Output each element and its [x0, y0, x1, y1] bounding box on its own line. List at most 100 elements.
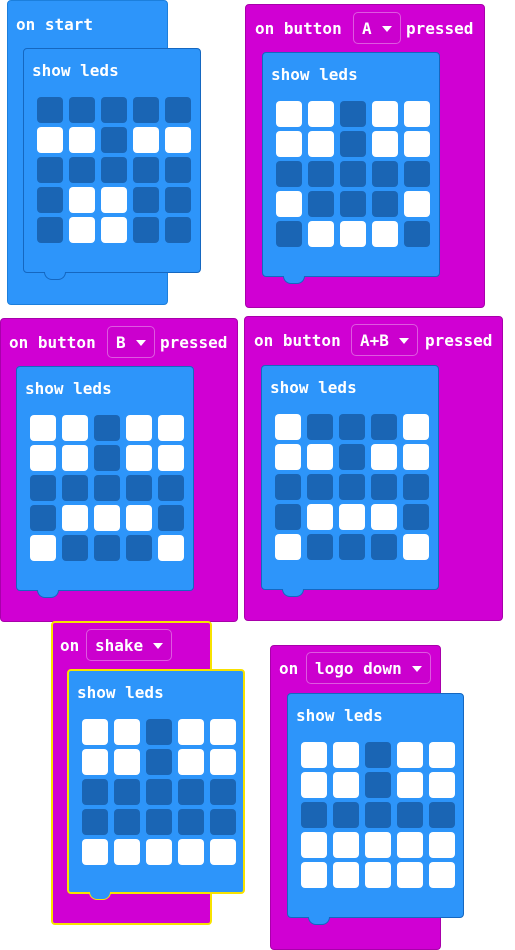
led-cell[interactable]	[165, 97, 191, 123]
led-cell[interactable]	[114, 779, 140, 805]
led-cell[interactable]	[429, 772, 455, 798]
led-cell[interactable]	[69, 187, 95, 213]
led-cell[interactable]	[403, 414, 429, 440]
led-cell[interactable]	[301, 742, 327, 768]
led-cell[interactable]	[94, 505, 120, 531]
led-cell[interactable]	[333, 772, 359, 798]
led-cell[interactable]	[371, 504, 397, 530]
led-cell[interactable]	[397, 742, 423, 768]
led-cell[interactable]	[404, 101, 430, 127]
led-cell[interactable]	[333, 742, 359, 768]
led-cell[interactable]	[210, 719, 236, 745]
led-cell[interactable]	[403, 504, 429, 530]
led-cell[interactable]	[30, 475, 56, 501]
led-cell[interactable]	[307, 504, 333, 530]
led-cell[interactable]	[365, 832, 391, 858]
on-button-a-pressed-block[interactable]: on button A pressed show leds	[245, 4, 485, 308]
led-cell[interactable]	[429, 862, 455, 888]
led-cell[interactable]	[365, 742, 391, 768]
led-cell[interactable]	[133, 97, 159, 123]
led-cell[interactable]	[301, 772, 327, 798]
led-cell[interactable]	[276, 131, 302, 157]
led-cell[interactable]	[365, 802, 391, 828]
led-cell[interactable]	[69, 157, 95, 183]
led-cell[interactable]	[301, 862, 327, 888]
led-cell[interactable]	[429, 802, 455, 828]
led-cell[interactable]	[404, 191, 430, 217]
led-cell[interactable]	[276, 101, 302, 127]
led-cell[interactable]	[210, 839, 236, 865]
led-cell[interactable]	[69, 97, 95, 123]
led-cell[interactable]	[82, 809, 108, 835]
led-cell[interactable]	[30, 415, 56, 441]
led-cell[interactable]	[308, 191, 334, 217]
led-cell[interactable]	[372, 221, 398, 247]
led-cell[interactable]	[146, 839, 172, 865]
led-cell[interactable]	[178, 779, 204, 805]
led-cell[interactable]	[146, 779, 172, 805]
led-cell[interactable]	[308, 131, 334, 157]
led-cell[interactable]	[307, 444, 333, 470]
led-cell[interactable]	[340, 131, 366, 157]
led-cell[interactable]	[307, 474, 333, 500]
show-leds-block[interactable]: show leds	[261, 365, 439, 597]
gesture-dropdown[interactable]: logo down	[306, 652, 431, 684]
led-cell[interactable]	[371, 414, 397, 440]
led-cell[interactable]	[210, 809, 236, 835]
led-cell[interactable]	[165, 217, 191, 243]
led-cell[interactable]	[146, 719, 172, 745]
led-cell[interactable]	[165, 187, 191, 213]
led-cell[interactable]	[333, 802, 359, 828]
led-cell[interactable]	[372, 191, 398, 217]
show-leds-block[interactable]: show leds	[262, 52, 440, 284]
led-cell[interactable]	[339, 444, 365, 470]
led-cell[interactable]	[114, 719, 140, 745]
led-cell[interactable]	[178, 719, 204, 745]
led-cell[interactable]	[404, 221, 430, 247]
led-cell[interactable]	[339, 474, 365, 500]
led-cell[interactable]	[37, 127, 63, 153]
on-button-ab-pressed-block[interactable]: on button A+B pressed show leds	[244, 316, 503, 621]
led-cell[interactable]	[126, 475, 152, 501]
led-cell[interactable]	[365, 772, 391, 798]
led-cell[interactable]	[146, 749, 172, 775]
led-cell[interactable]	[158, 475, 184, 501]
led-cell[interactable]	[37, 157, 63, 183]
led-cell[interactable]	[301, 802, 327, 828]
led-cell[interactable]	[371, 534, 397, 560]
led-cell[interactable]	[178, 749, 204, 775]
led-cell[interactable]	[133, 217, 159, 243]
led-cell[interactable]	[276, 191, 302, 217]
led-cell[interactable]	[308, 221, 334, 247]
led-cell[interactable]	[404, 161, 430, 187]
led-cell[interactable]	[340, 191, 366, 217]
led-cell[interactable]	[372, 131, 398, 157]
button-dropdown[interactable]: A+B	[351, 324, 418, 356]
led-cell[interactable]	[308, 161, 334, 187]
led-cell[interactable]	[126, 415, 152, 441]
led-cell[interactable]	[276, 161, 302, 187]
led-cell[interactable]	[275, 534, 301, 560]
button-dropdown[interactable]: A	[353, 12, 401, 44]
led-cell[interactable]	[307, 534, 333, 560]
led-cell[interactable]	[210, 749, 236, 775]
show-leds-block[interactable]: show leds	[67, 669, 245, 900]
led-cell[interactable]	[37, 187, 63, 213]
on-shake-block[interactable]: on shake show leds	[51, 621, 245, 925]
led-cell[interactable]	[101, 187, 127, 213]
led-cell[interactable]	[133, 187, 159, 213]
led-cell[interactable]	[333, 832, 359, 858]
led-cell[interactable]	[146, 809, 172, 835]
led-cell[interactable]	[371, 444, 397, 470]
led-cell[interactable]	[308, 101, 334, 127]
led-cell[interactable]	[397, 772, 423, 798]
led-cell[interactable]	[372, 161, 398, 187]
show-leds-block[interactable]: show leds	[287, 693, 464, 925]
on-button-b-pressed-block[interactable]: on button B pressed show leds	[0, 318, 238, 622]
led-cell[interactable]	[62, 475, 88, 501]
led-cell[interactable]	[275, 444, 301, 470]
led-cell[interactable]	[340, 101, 366, 127]
led-cell[interactable]	[37, 217, 63, 243]
led-cell[interactable]	[275, 504, 301, 530]
led-cell[interactable]	[165, 157, 191, 183]
